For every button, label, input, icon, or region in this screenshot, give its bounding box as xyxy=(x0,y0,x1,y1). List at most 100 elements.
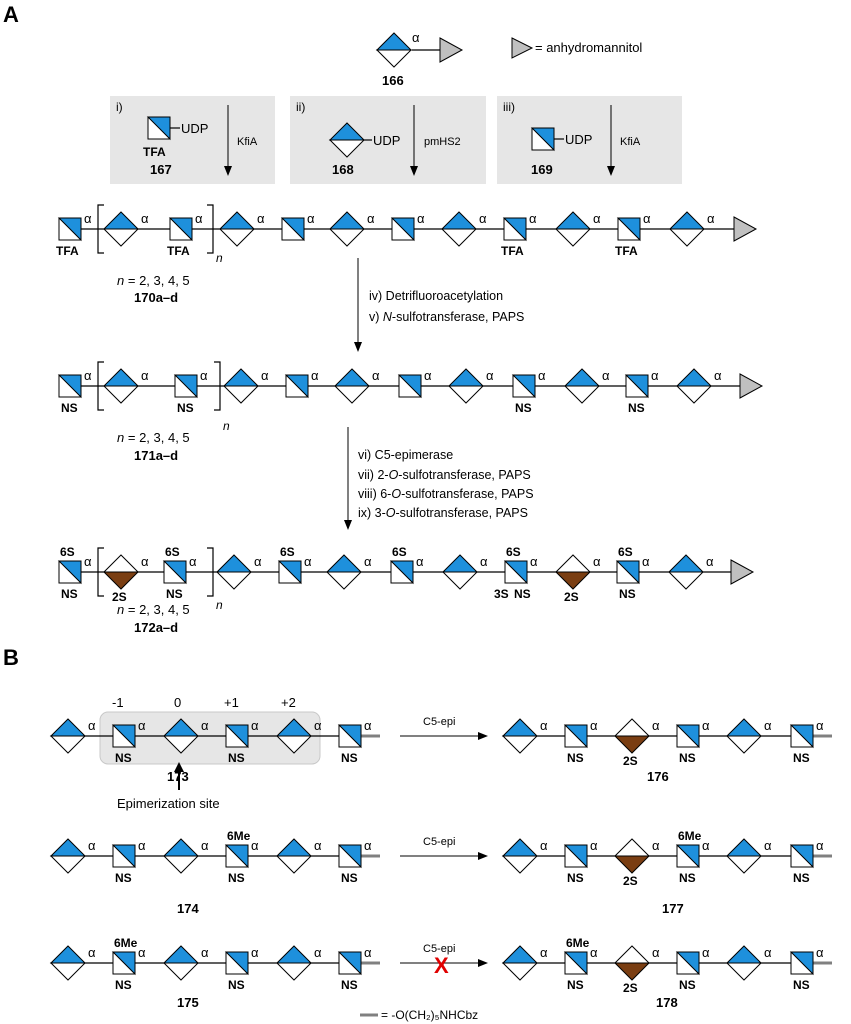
glca-diamond-icon xyxy=(725,945,763,964)
alpha-label: α xyxy=(364,838,372,853)
donor-box-bg xyxy=(110,96,275,184)
compound-175-label: 175 xyxy=(177,995,199,1010)
step-v-pre: v) xyxy=(369,310,383,324)
glcn-half-icon xyxy=(563,951,588,976)
alpha-label: α xyxy=(88,838,96,853)
anhydromannitol-icon xyxy=(730,559,755,585)
compound-174-label: 174 xyxy=(177,901,199,916)
position-minus1-label: -1 xyxy=(112,695,124,710)
glcn-half-icon xyxy=(390,217,415,242)
substituent-label: 6S xyxy=(165,545,180,559)
alpha-label: α xyxy=(590,945,598,960)
compound-173-label: 173 xyxy=(167,769,189,784)
n-symbol: n xyxy=(117,273,124,288)
repeat-bracket xyxy=(207,547,214,597)
step-v-post: -sulfotransferase, PAPS xyxy=(392,310,524,324)
glca-diamond-icon xyxy=(218,211,256,230)
alpha-label: α xyxy=(201,945,209,960)
alpha-label: α xyxy=(314,945,322,960)
idoa-diamond-icon xyxy=(613,718,651,737)
glcn-half-icon xyxy=(277,560,302,585)
substituent-label: 2S xyxy=(623,754,638,768)
n-symbol: n xyxy=(117,602,124,617)
substituent-label: 6S xyxy=(618,545,633,559)
glca-diamond-lower xyxy=(440,228,478,247)
glcn-half-icon xyxy=(224,844,249,869)
substituent-label: NS xyxy=(61,587,78,601)
c5-epi-arrow-2: C5-epi xyxy=(400,836,488,860)
alpha-label: α xyxy=(311,368,319,383)
substituent-label: TFA xyxy=(615,244,638,258)
alpha-label: α xyxy=(540,718,548,733)
glca-diamond-icon xyxy=(102,368,140,387)
alpha-label: α xyxy=(314,838,322,853)
alpha-label: α xyxy=(195,211,203,226)
glca-diamond-icon xyxy=(102,211,140,230)
alpha-label: α xyxy=(84,554,92,569)
panel-label-a: A xyxy=(3,2,19,27)
substituent-label: NS xyxy=(793,871,810,885)
position-plus1-label: +1 xyxy=(224,695,239,710)
glca-diamond-icon xyxy=(667,554,705,573)
repeat-n: n xyxy=(216,598,223,612)
step-vii-post: -sulfotransferase, PAPS xyxy=(398,468,530,482)
glca-diamond-lower xyxy=(554,228,592,247)
alpha-label: α xyxy=(88,718,96,733)
substituent-label: NS xyxy=(177,401,194,415)
glcn-half-icon xyxy=(224,951,249,976)
alpha-label: α xyxy=(254,554,262,569)
substituent-label: NS xyxy=(679,871,696,885)
alpha-label: α xyxy=(314,718,322,733)
glca-diamond-icon xyxy=(49,718,87,737)
glca-diamond-lower xyxy=(333,385,371,404)
substituent-label: NS xyxy=(793,751,810,765)
alpha-label: α xyxy=(141,211,149,226)
glcn-half-icon xyxy=(502,217,527,242)
glcn-half-icon xyxy=(789,844,814,869)
alpha-label: α xyxy=(367,211,375,226)
substituent-label: 6Me xyxy=(227,829,251,843)
alpha-label: α xyxy=(251,838,259,853)
glca-diamond-icon xyxy=(275,945,313,964)
idoa-diamond-lower xyxy=(613,735,651,754)
substituent-label: NS xyxy=(341,751,358,765)
substituent-label: NS xyxy=(115,751,132,765)
alpha-label: α xyxy=(652,838,660,853)
substituent-label: NS xyxy=(341,978,358,992)
compound-167-label: 167 xyxy=(150,162,172,177)
n-values-170: n = 2, 3, 4, 5 xyxy=(117,273,190,288)
epimerization-window xyxy=(99,711,321,765)
substituent-label: 3S xyxy=(494,587,509,601)
glca-diamond-lower xyxy=(675,385,713,404)
alpha-label: α xyxy=(364,554,372,569)
repeat-bracket xyxy=(214,361,221,411)
substituent-label: 6S xyxy=(506,545,521,559)
substituent-label: TFA xyxy=(167,244,190,258)
substituent-label: 6S xyxy=(60,545,75,559)
substituent-label: NS xyxy=(628,401,645,415)
glcn-half-icon xyxy=(111,951,136,976)
substituent-label: NS xyxy=(341,871,358,885)
linker-legend-text: = -O(CH₂)₅NHCbz xyxy=(381,1008,478,1022)
compound-166-label: 166 xyxy=(382,73,404,88)
substituent-label: NS xyxy=(228,978,245,992)
glca-diamond-lower xyxy=(222,385,260,404)
glca-diamond-icon xyxy=(447,368,485,387)
glca-diamond-icon xyxy=(563,368,601,387)
glca-diamond-lower xyxy=(668,228,706,247)
alpha-label: α xyxy=(590,838,598,853)
substituent-label: TFA xyxy=(501,244,524,258)
glca-diamond-icon xyxy=(668,211,706,230)
alpha-label: α xyxy=(424,368,432,383)
alpha-label: α xyxy=(529,211,537,226)
alpha-label: α xyxy=(540,838,548,853)
substituent-label: 2S xyxy=(623,981,638,995)
n-values-172: n = 2, 3, 4, 5 xyxy=(117,602,190,617)
alpha-label: α xyxy=(251,945,259,960)
glca-diamond-lower xyxy=(501,735,539,754)
repeat-n: n xyxy=(216,251,223,265)
alpha-label: α xyxy=(84,211,92,226)
